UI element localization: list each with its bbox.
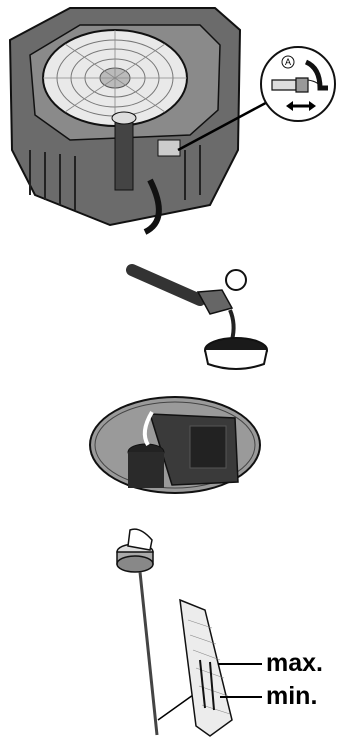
dipstick-min-label: min.: [266, 684, 317, 709]
drain-panel: [0, 240, 338, 390]
dipstick-icon: [117, 529, 157, 735]
drain-pan-icon: [205, 338, 267, 369]
quick-connect-callout: A: [258, 44, 338, 124]
dipstick-panel: [0, 510, 338, 746]
filler-closeup-panel: [0, 390, 338, 510]
oil-drain-hose-icon: [132, 270, 246, 340]
dipstick-max-label: max.: [266, 651, 323, 676]
callout-label-a: A: [285, 57, 291, 67]
engine-panel: A: [0, 0, 338, 240]
dipstick-closeup-icon: [180, 600, 232, 736]
oil-filler-closeup-icon: [0, 390, 338, 510]
